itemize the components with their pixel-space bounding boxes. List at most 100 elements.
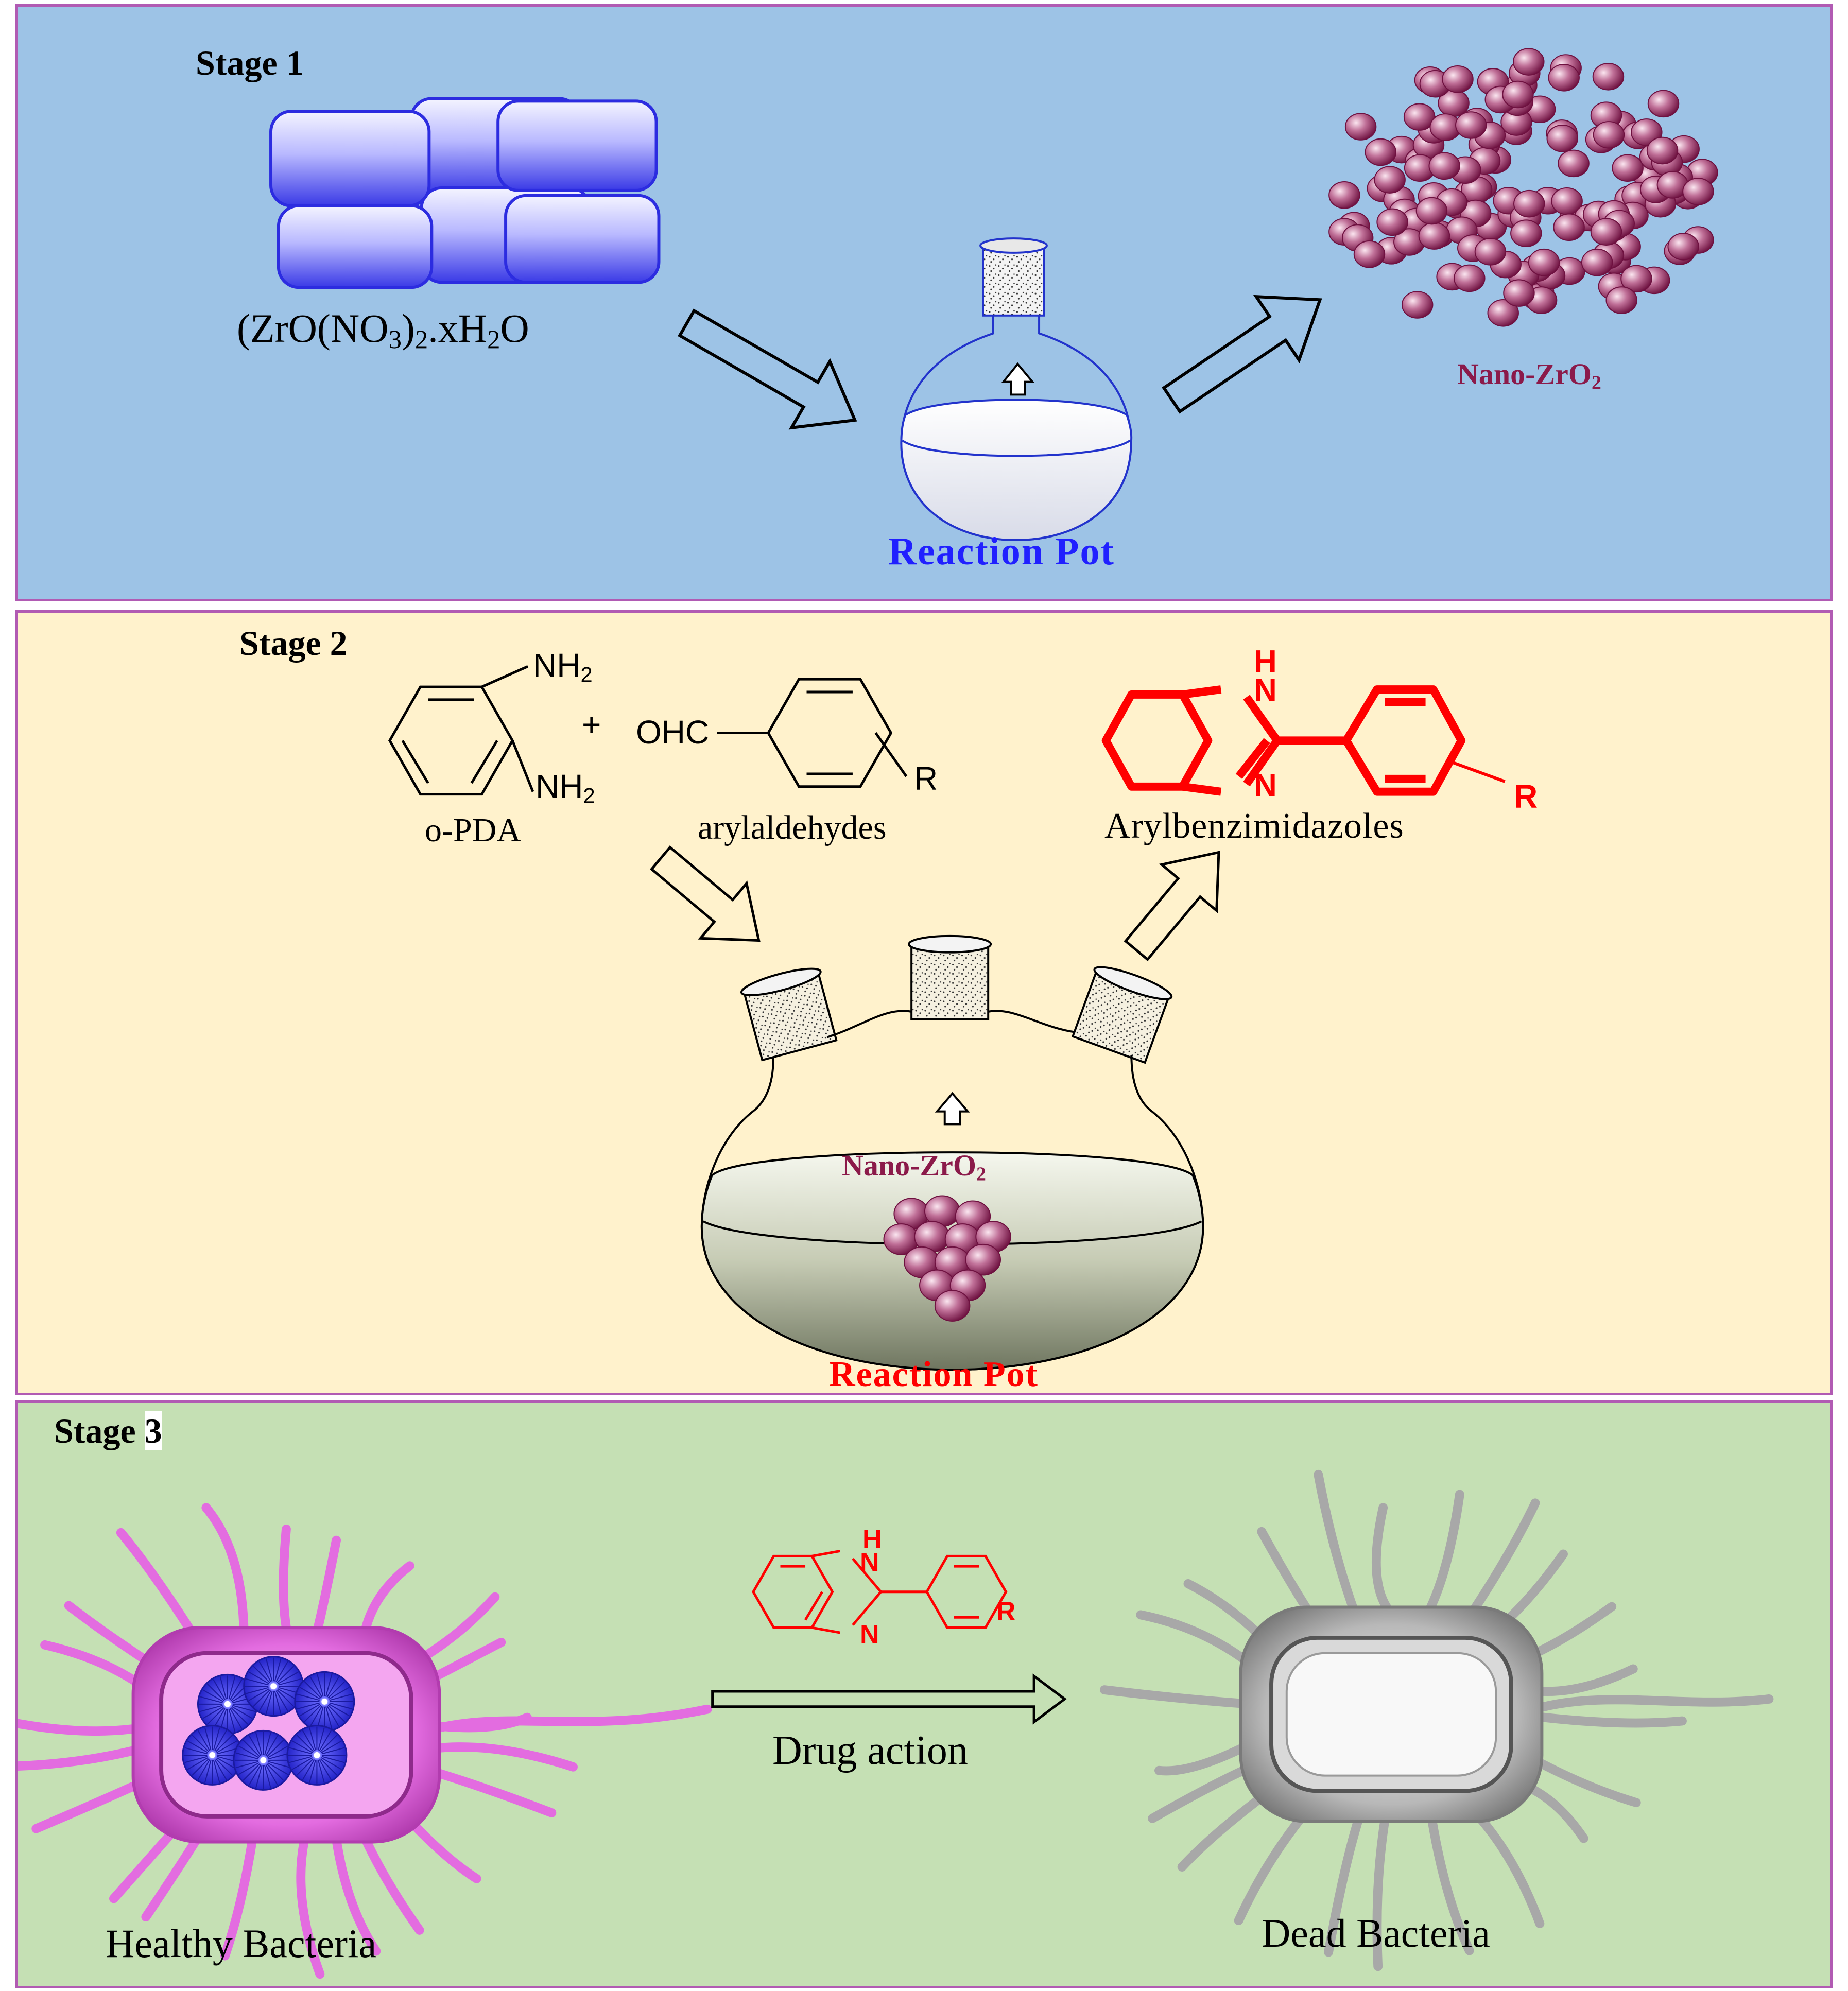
product-n1: N [1254, 672, 1277, 708]
arrow-to-product [1162, 295, 1322, 414]
nano-particle [1510, 219, 1542, 247]
stage-2-title: Stage 2 [239, 624, 348, 663]
nano-particle [1558, 149, 1590, 178]
arrow-to-pot [678, 308, 857, 430]
drug-action-label: Drug action [772, 1728, 968, 1773]
drug-h: H [862, 1525, 882, 1554]
nano-particle [1581, 248, 1613, 276]
nano-particle [1605, 286, 1637, 314]
nano-particle [1546, 125, 1578, 152]
catalyst-particle [934, 1290, 971, 1322]
opda-nh2-top: NH2 [533, 647, 593, 687]
nano-particle [1344, 113, 1377, 141]
healthy-bacteria [131, 1626, 441, 1844]
nano-particle [1528, 248, 1560, 276]
nano-particle [1513, 48, 1545, 76]
nano-particle [1612, 154, 1644, 182]
nano-particle [1503, 279, 1535, 307]
flagellum [331, 1831, 381, 1956]
nano-particle [1646, 136, 1679, 165]
healthy-bacteria-label: Healthy Bacteria [106, 1921, 377, 1966]
nano-particle [1374, 166, 1406, 194]
arylaldehyde-structure [717, 678, 908, 788]
nucleoid-sphere [294, 1671, 355, 1732]
nucleoid-sphere [182, 1724, 243, 1786]
product-r-group: R [1514, 778, 1538, 815]
nano-particle [1454, 264, 1486, 292]
nano-particle [1553, 213, 1585, 241]
flagellum [1534, 1712, 1687, 1728]
nucleoid-sphere [233, 1729, 294, 1791]
arylbenzimidazole-structure [1101, 685, 1506, 796]
nano-zro2-label-2: Nano-ZrO2 [842, 1149, 986, 1185]
nano-zro2-label-1: Nano-ZrO2 [1457, 357, 1601, 394]
stage-3-title: Stage 3 [54, 1411, 162, 1450]
flagellum [1463, 1801, 1545, 1928]
nano-particle [1548, 64, 1580, 92]
reaction-pot-label-2: Reaction Pot [829, 1355, 1039, 1394]
nano-particle [1593, 121, 1625, 149]
drug-r-group: R [996, 1597, 1016, 1626]
nano-particle [1415, 197, 1448, 225]
nano-particle [1592, 63, 1625, 91]
flagellum [1099, 1685, 1249, 1708]
nano-particle [1647, 90, 1680, 118]
nano-particle [1403, 103, 1436, 131]
nano-particle [1418, 222, 1450, 250]
catalyst-particle [965, 1243, 1001, 1276]
flagellum [1371, 1503, 1391, 1612]
stage-3-panel: Stage 3 [15, 1400, 1833, 1988]
nano-particle [1667, 233, 1699, 261]
stage-2-graphics [388, 665, 1506, 1371]
flagellum [201, 1503, 249, 1637]
flagellum [1427, 1812, 1474, 1955]
product-n2: N [1254, 768, 1277, 803]
stage-2-panel: Stage 2 [15, 610, 1833, 1395]
flagellum [220, 1834, 257, 1961]
flagellum [421, 1764, 557, 1817]
catalyst-sphere-cluster [883, 1195, 1011, 1322]
stage-1-graphics [269, 48, 1718, 541]
drug-action-arrow [711, 1673, 1067, 1725]
product-h: H [1254, 644, 1277, 680]
flagellum [1372, 1816, 1390, 1971]
opda-structure [388, 665, 534, 796]
nano-particle [1487, 299, 1519, 327]
stage-1-title: Stage 1 [196, 43, 304, 82]
flagellum [1314, 1469, 1359, 1616]
nano-particle [1474, 238, 1507, 266]
nano-particle [1620, 265, 1652, 293]
dead-bacteria-label: Dead Bacteria [1262, 1911, 1490, 1955]
dead-bacteria [1239, 1605, 1544, 1823]
drug-n2: N [860, 1620, 879, 1650]
stage-3-graphics [18, 1469, 1774, 1979]
flagellum [18, 1719, 144, 1736]
nano-zro2-cluster [1328, 48, 1718, 327]
bacterial-nucleoid [182, 1656, 355, 1791]
plus-sign: + [582, 706, 601, 743]
nano-particle [1328, 181, 1360, 209]
nano-particle [1376, 208, 1408, 236]
drug-structure [752, 1550, 1008, 1634]
nano-particle [1455, 111, 1487, 139]
ohc-group: OHC [636, 714, 710, 751]
nucleoid-sphere [286, 1724, 348, 1786]
flagellum [279, 1524, 291, 1633]
flagellum [1324, 1814, 1363, 1957]
flagellum [313, 1535, 341, 1635]
stage-1-panel: Stage 1 [15, 4, 1833, 601]
drug-n1: N [860, 1548, 879, 1578]
flagellum [1531, 1664, 1638, 1696]
flagellum [18, 1744, 145, 1771]
reaction-flask-1 [900, 237, 1133, 541]
flagellum [1461, 1498, 1540, 1627]
flagellum [1424, 1490, 1464, 1616]
arylaldehydes-name: arylaldehydes [698, 809, 887, 846]
nano-particle [1590, 218, 1622, 246]
flagellum [296, 1837, 325, 1979]
flagellum [428, 1742, 578, 1772]
nano-particle [1428, 152, 1460, 180]
nano-particle [1502, 80, 1534, 109]
flagellum [1154, 1740, 1254, 1776]
nano-particle [1513, 189, 1545, 218]
